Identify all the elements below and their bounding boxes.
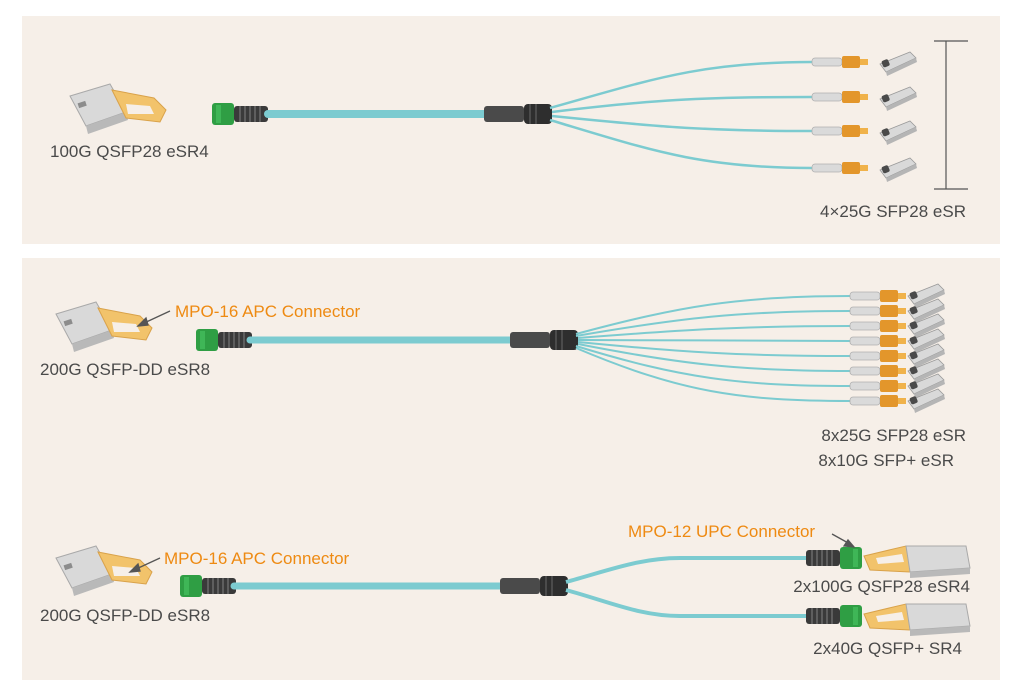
section3-callout-right: MPO-12 UPC Connector xyxy=(628,522,815,541)
section3-right-label-2: 2x40G QSFP+ SR4 xyxy=(813,639,962,658)
group-bracket xyxy=(934,40,968,190)
mpo-connector-icon xyxy=(805,604,863,628)
lc-duplex-connector-icon xyxy=(811,55,869,175)
mpo-connector-icon xyxy=(195,328,253,352)
breakout-boot xyxy=(509,329,579,351)
sfp-module-icon xyxy=(907,283,946,414)
section2-callout: MPO-16 APC Connector xyxy=(175,302,361,321)
breakout-boot xyxy=(499,575,569,597)
section2-left-label: 200G QSFP-DD eSR8 xyxy=(40,360,210,379)
section2-right-label-1: 8x25G SFP28 eSR xyxy=(821,426,966,445)
callout-arrow xyxy=(128,533,856,573)
section2-diagram: MPO-16 APC Connector 200G QSFP-DD eSR8 8… xyxy=(40,283,966,470)
breakout-fibers xyxy=(565,556,806,618)
section2-right-label-2: 8x10G SFP+ eSR xyxy=(818,451,954,470)
section3-diagram: MPO-16 APC Connector MPO-12 UPC Connecto… xyxy=(40,522,971,658)
mpo-connector-icon xyxy=(805,546,863,570)
callout-arrow xyxy=(136,310,171,327)
mpo-connector-icon xyxy=(179,574,237,598)
mpo-connector-icon xyxy=(211,102,269,126)
section1-diagram: 100G QSFP28 eSR4 4×25G SFP28 eSR xyxy=(50,40,968,221)
section1-right-label: 4×25G SFP28 eSR xyxy=(820,202,966,221)
section3-left-label: 200G QSFP-DD eSR8 xyxy=(40,606,210,625)
lc-duplex-connector-icon xyxy=(849,289,907,408)
qsfp28-module-icon xyxy=(863,545,971,579)
qsfp-dd-module-icon xyxy=(55,301,153,353)
section3-callout-left: MPO-16 APC Connector xyxy=(164,549,350,568)
breakout-fibers xyxy=(549,60,813,170)
qsfp-module-icon xyxy=(69,83,167,135)
breakout-fibers xyxy=(575,295,851,402)
sfp-module-icon xyxy=(879,51,918,183)
section3-right-label-1: 2x100G QSFP28 eSR4 xyxy=(793,577,970,596)
breakout-boot xyxy=(483,103,553,125)
section1-left-label: 100G QSFP28 eSR4 xyxy=(50,142,209,161)
qsfp-plus-module-icon xyxy=(863,603,971,637)
